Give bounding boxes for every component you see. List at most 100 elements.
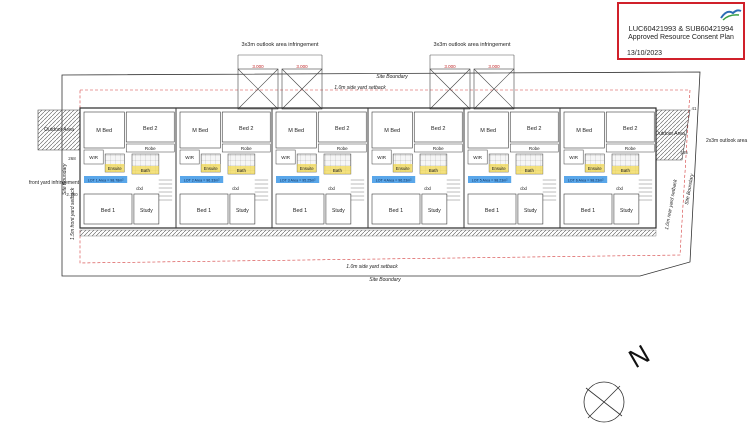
study <box>325 193 352 225</box>
room-label-cbd: cbd <box>424 186 431 191</box>
side-setback-bottom-label: 1.0m side yard setback <box>346 264 398 270</box>
site-boundary-left-label: Site Boundary <box>62 163 68 195</box>
lot-label-bg <box>276 176 320 183</box>
walk-in-robe <box>179 149 200 165</box>
room-label-robe: Robe <box>145 146 156 151</box>
north-arrow: N <box>623 339 654 374</box>
room-label-wir: WIR <box>569 155 578 160</box>
lot-label: LOT 4 Area = 96.23m² <box>376 179 412 183</box>
room-label-bed1: Bed 1 <box>581 208 595 214</box>
compass-icon <box>583 381 625 423</box>
master-bedroom <box>83 111 125 149</box>
bedroom-1 <box>275 193 325 225</box>
lot-label-bg <box>372 176 416 183</box>
ensuite-floor <box>105 164 125 172</box>
room-label-bed1: Bed 1 <box>293 208 307 214</box>
master-bedroom <box>563 111 605 149</box>
robe <box>221 143 271 153</box>
bathroom-floor <box>516 166 543 174</box>
room-label-mbed: M Bed <box>288 128 304 134</box>
room-label-robe: Robe <box>625 146 636 151</box>
room-label-study: Study <box>332 208 345 214</box>
room-label-bath: Bath <box>429 168 439 173</box>
dim-268: 268 <box>68 156 76 161</box>
master-bedroom <box>275 111 317 149</box>
bedroom-2 <box>221 111 271 143</box>
room-label-bed1: Bed 1 <box>389 208 403 214</box>
room-label-robe: Robe <box>337 146 348 151</box>
outlook-area-right-label: 2x3m outlook area <box>706 138 747 144</box>
room-label-bed2: Bed 2 <box>623 126 637 132</box>
room-label-ensuite: Ensuite <box>588 166 603 171</box>
room-label-study: Study <box>428 208 441 214</box>
bedroom-2 <box>317 111 367 143</box>
consent-title: Approved Resource Consent Plan <box>628 34 734 41</box>
dim-2180: 2.180 <box>66 192 78 197</box>
room-label-bed2: Bed 2 <box>239 126 253 132</box>
bedroom-1 <box>371 193 421 225</box>
ensuite-floor <box>297 164 317 172</box>
lot-label-bg <box>468 176 512 183</box>
study <box>229 193 256 225</box>
dim-3000-c: 3.000 <box>444 64 456 69</box>
bedroom-2 <box>125 111 175 143</box>
bedroom-2 <box>413 111 463 143</box>
front-yard-infringement-label: front yard infringement <box>29 180 80 186</box>
svg-text:N: N <box>623 339 654 374</box>
room-label-wir: WIR <box>185 155 194 160</box>
room-label-ensuite: Ensuite <box>300 166 315 171</box>
room-label-mbed: M Bed <box>576 128 592 134</box>
room-label-bed1: Bed 1 <box>101 208 115 214</box>
side-yard-setback-line <box>79 89 691 264</box>
lot-label: LOT 3 Area = 95.25m² <box>280 179 316 183</box>
room-label-ensuite: Ensuite <box>108 166 123 171</box>
site-boundary-line <box>61 71 701 277</box>
room-label-bed2: Bed 2 <box>431 126 445 132</box>
room-label-bed2: Bed 2 <box>527 126 541 132</box>
lot-label-bg <box>564 176 608 183</box>
room-label-study: Study <box>140 208 153 214</box>
room-label-cbd: cbd <box>520 186 527 191</box>
master-bedroom <box>179 111 221 149</box>
walk-in-robe <box>83 149 104 165</box>
outlook-infringement-right-label: 3x3m outlook area infringement <box>433 42 511 48</box>
walk-in-robe <box>563 149 584 165</box>
site-boundary-right-label: Site Boundary <box>684 173 695 205</box>
robe <box>317 143 367 153</box>
lot-label-bg <box>84 176 128 183</box>
front-setback-label: 1.5m front yard setback <box>70 187 76 240</box>
room-label-wir: WIR <box>89 155 98 160</box>
room-label-wir: WIR <box>473 155 482 160</box>
dim-3000-a: 3.000 <box>252 64 264 69</box>
room-label-ensuite: Ensuite <box>492 166 507 171</box>
room-label-ensuite: Ensuite <box>396 166 411 171</box>
bedroom-2 <box>509 111 559 143</box>
room-label-cbd: cbd <box>616 186 623 191</box>
bathroom-floor <box>612 166 639 174</box>
side-setback-top-label: 1.0m side yard setback <box>334 85 386 91</box>
bedroom-1 <box>83 193 133 225</box>
consent-reference: LUC60421993 & SUB60421994 <box>628 24 734 33</box>
room-label-bath: Bath <box>525 168 535 173</box>
room-label-mbed: M Bed <box>192 128 208 134</box>
room-label-bath: Bath <box>621 168 631 173</box>
ensuite-floor <box>201 164 221 172</box>
lot-label-bg <box>180 176 224 183</box>
room-label-mbed: M Bed <box>384 128 400 134</box>
rear-setback-label: 1.0m rear yard setback <box>664 178 679 230</box>
room-label-wir: WIR <box>377 155 386 160</box>
consent-date: 13/10/2023 <box>627 50 663 57</box>
walk-in-robe <box>371 149 392 165</box>
room-label-mbed: M Bed <box>96 128 112 134</box>
room-label-cbd: cbd <box>136 186 143 191</box>
ensuite-floor <box>393 164 413 172</box>
study <box>421 193 448 225</box>
room-label-bath: Bath <box>237 168 247 173</box>
lot-label: LOT 5 Area = 98.23m² <box>472 179 508 183</box>
site-boundary-top-label: Site Boundary <box>376 74 408 80</box>
room-label-study: Study <box>620 208 633 214</box>
dim-485: 485 <box>680 150 688 155</box>
